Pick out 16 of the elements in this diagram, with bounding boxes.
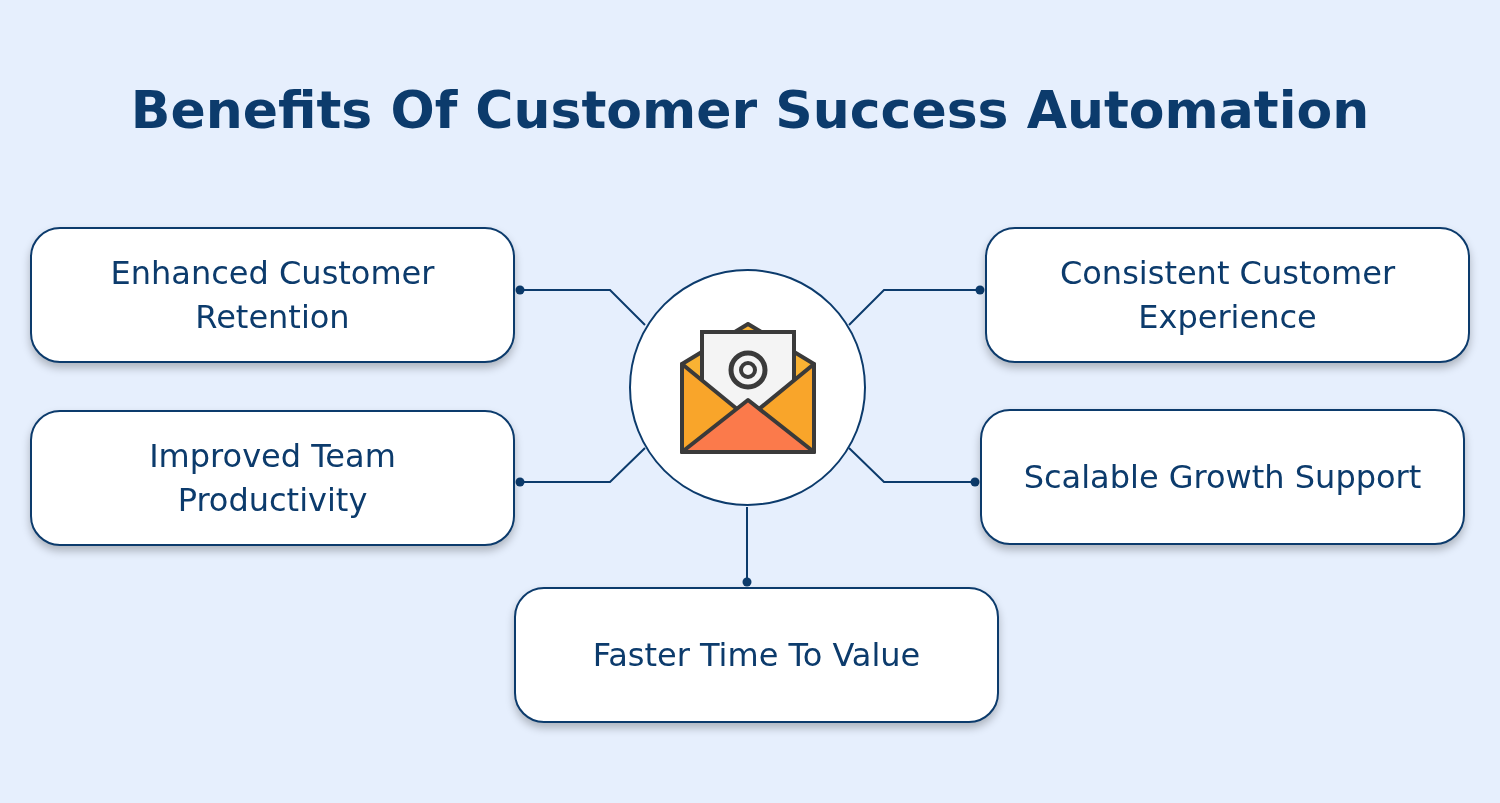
benefit-card <box>514 587 999 723</box>
benefit-text: Scalable Growth Support <box>1022 457 1423 498</box>
benefit-card <box>30 410 515 546</box>
benefit-text: Enhanced Customer Retention <box>109 253 436 338</box>
benefit-text: Consistent Customer Experience <box>1058 253 1397 338</box>
title: Benefits Of Customer Success Automation <box>130 80 1370 140</box>
connector-line <box>515 447 646 487</box>
connector-line <box>848 447 980 487</box>
benefit-text: Improved Team Productivity <box>148 436 397 521</box>
benefit-card <box>980 409 1465 545</box>
benefit-card <box>30 227 515 363</box>
connector-line <box>515 285 646 326</box>
connector-line <box>848 285 985 326</box>
benefit-card <box>985 227 1470 363</box>
connector-line <box>742 506 752 587</box>
benefit-text: Faster Time To Value <box>591 635 922 676</box>
